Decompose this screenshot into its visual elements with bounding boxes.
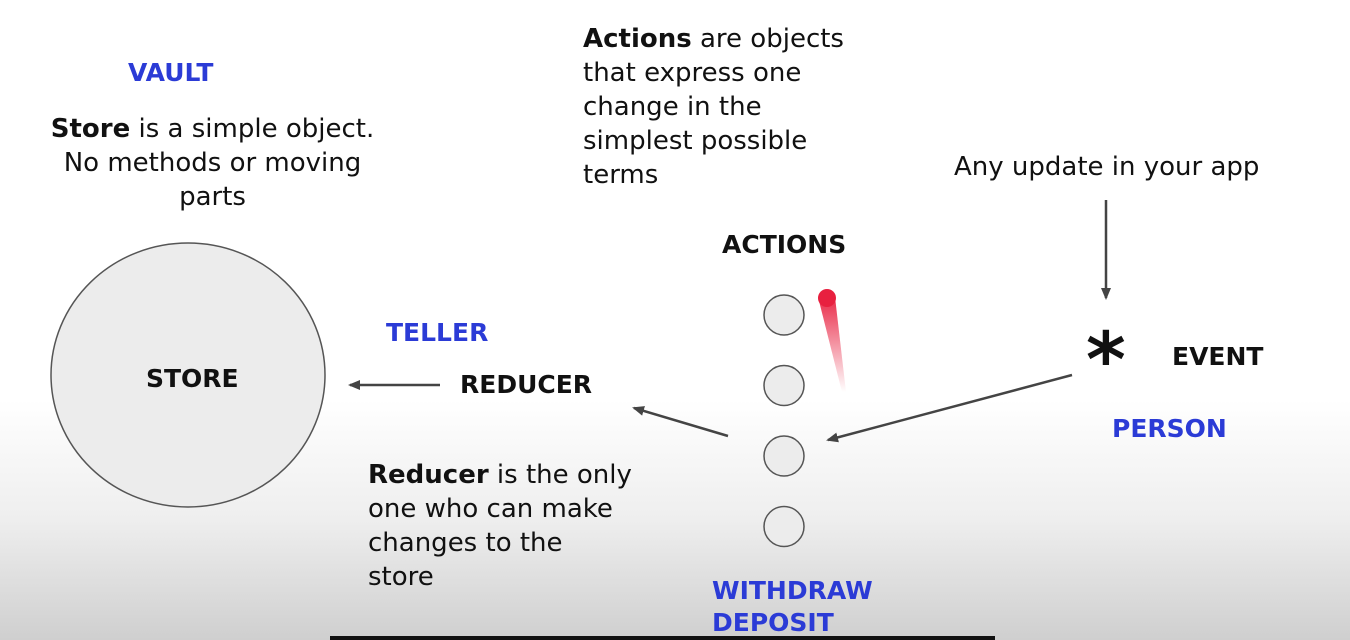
reducer-description-bold: Reducer <box>368 460 489 490</box>
actions-to-reducer-arrow <box>632 406 729 438</box>
action-item-circle <box>763 505 805 548</box>
store-description-line2: No methods or moving <box>63 148 362 178</box>
actions-description: Actions are objects that express one cha… <box>583 22 883 192</box>
withdraw-tag: WITHDRAW <box>712 576 873 605</box>
actions-label: ACTIONS <box>722 230 847 259</box>
teller-tag: TELLER <box>386 318 489 347</box>
reducer-label: REDUCER <box>460 370 593 399</box>
actions-description-line3: change in the <box>583 92 762 122</box>
store-description-line3: parts <box>179 182 246 212</box>
reducer-description-line1: is the only <box>488 460 632 490</box>
red-pointer-icon <box>818 291 846 392</box>
actions-description-line5: terms <box>583 160 659 190</box>
action-item-circle <box>763 364 805 407</box>
store-circle <box>50 242 326 508</box>
event-label: EVENT <box>1172 342 1264 371</box>
event-to-actions-arrow <box>826 373 1073 443</box>
reducer-description-line4: store <box>368 562 434 592</box>
event-description: Any update in your app <box>954 152 1260 182</box>
actions-description-line1: are objects <box>691 24 844 54</box>
action-item-circle <box>763 435 805 477</box>
store-label: STORE <box>146 364 239 393</box>
vault-tag: VAULT <box>128 58 214 87</box>
asterisk-icon: * <box>1086 315 1126 404</box>
red-pointer-dot <box>818 289 836 307</box>
reducer-description-line3: changes to the <box>368 528 563 558</box>
deposit-tag: DEPOSIT <box>712 608 834 637</box>
action-item-circle <box>763 294 805 336</box>
bottom-divider <box>330 636 995 640</box>
store-description-line1: is a simple object. <box>130 114 375 144</box>
store-description-bold: Store <box>50 114 131 144</box>
reducer-description: Reducer is the only one who can make cha… <box>368 458 668 594</box>
store-description: Store is a simple object. No methods or … <box>30 112 395 214</box>
actions-description-line4: simplest possible <box>583 126 808 156</box>
action-items <box>763 294 805 548</box>
actions-description-bold: Actions <box>583 24 692 54</box>
person-tag: PERSON <box>1112 414 1227 443</box>
reducer-description-line2: one who can make <box>368 494 613 524</box>
actions-description-line2: that express one <box>583 58 802 88</box>
